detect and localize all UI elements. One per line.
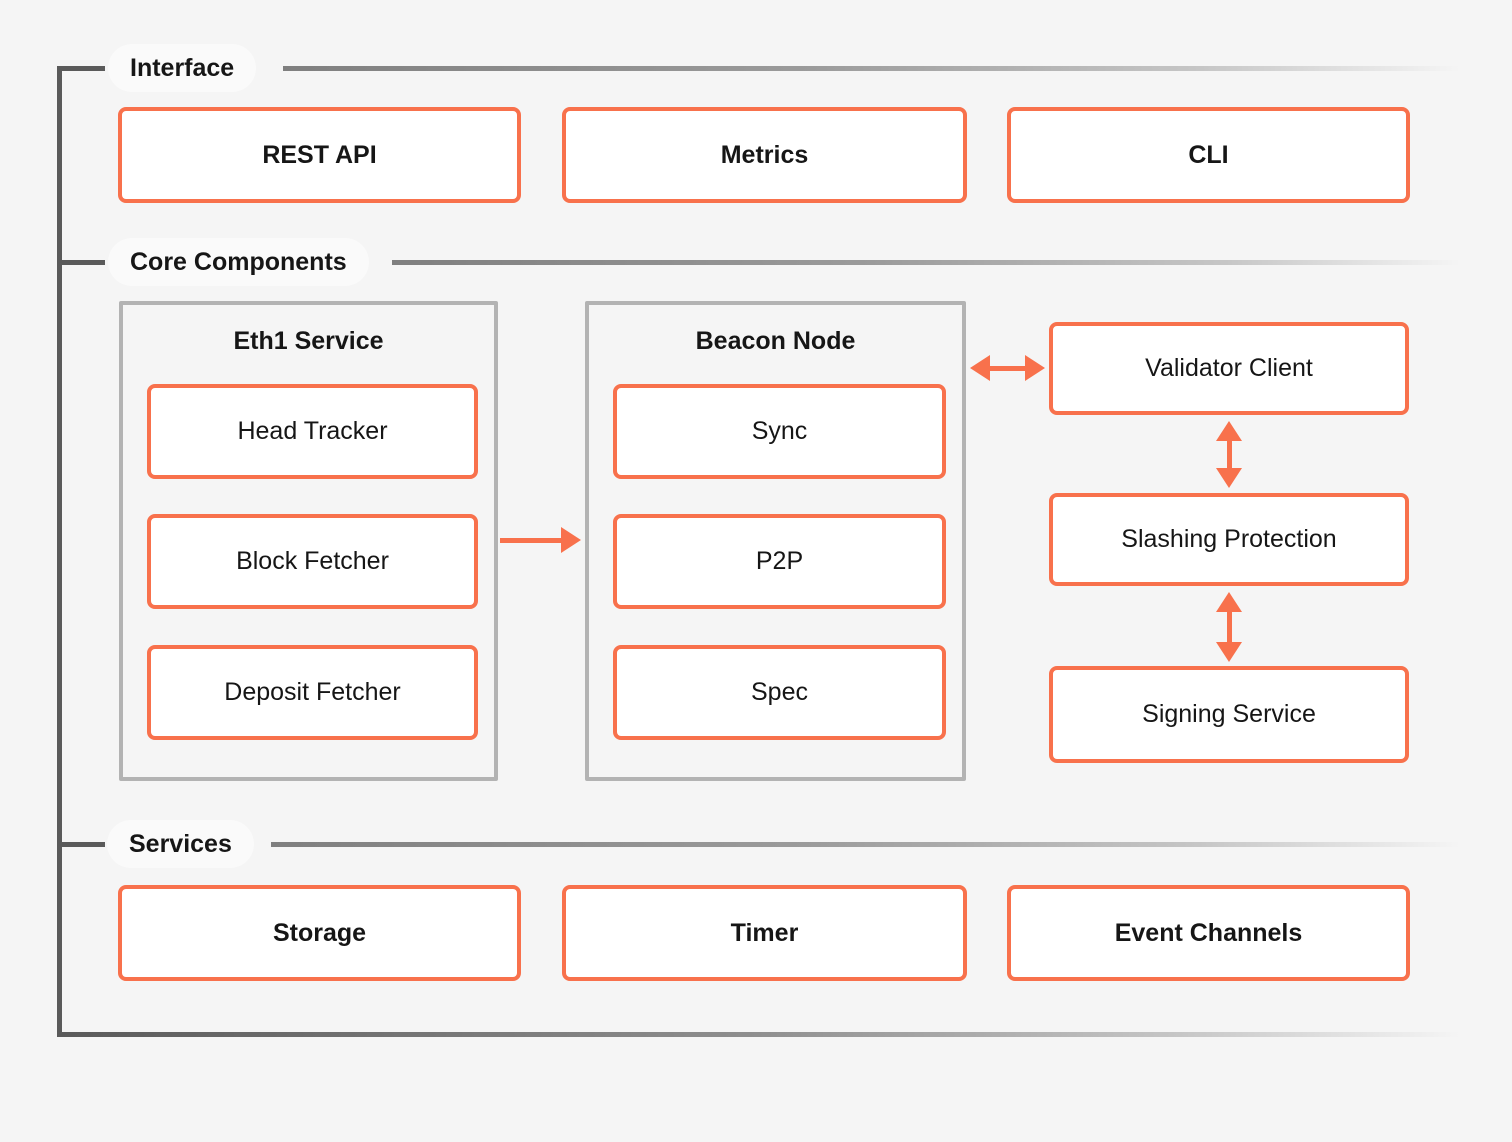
- box-validator-client-label: Validator Client: [1145, 354, 1313, 382]
- section-line-core-components: [392, 260, 1460, 265]
- box-rest-api-label: REST API: [262, 140, 377, 169]
- box-p2p: P2P: [613, 514, 946, 609]
- box-timer-label: Timer: [730, 918, 799, 947]
- box-event-channels-label: Event Channels: [1114, 918, 1303, 947]
- box-metrics: Metrics: [562, 107, 967, 203]
- box-deposit-fetcher: Deposit Fetcher: [147, 645, 478, 740]
- bracket-services-stub: [57, 842, 105, 847]
- box-head-tracker-label: Head Tracker: [237, 417, 388, 445]
- box-sync-label: Sync: [751, 417, 808, 445]
- box-spec-label: Spec: [751, 678, 808, 706]
- section-line-services: [271, 842, 1460, 847]
- box-slashing-protection: Slashing Protection: [1049, 493, 1409, 586]
- section-line-interface: [283, 66, 1460, 71]
- group-eth1-service: Eth1 Service Head Tracker Block Fetcher …: [119, 301, 498, 781]
- bracket-interface-stub: [57, 66, 105, 71]
- arrow-beacon-validator-shaft: [986, 366, 1029, 371]
- arrowhead-right-icon: [561, 527, 581, 553]
- arrowhead-up-icon: [1216, 592, 1242, 612]
- bracket-vertical-line: [57, 66, 62, 1037]
- box-p2p-label: P2P: [755, 547, 804, 575]
- section-label-interface-text: Interface: [130, 53, 235, 82]
- box-head-tracker: Head Tracker: [147, 384, 478, 479]
- arrowhead-left-icon: [970, 355, 990, 381]
- group-eth1-service-title: Eth1 Service: [233, 327, 384, 355]
- box-timer: Timer: [562, 885, 967, 981]
- section-label-services: Services: [107, 820, 254, 868]
- box-block-fetcher-label: Block Fetcher: [236, 547, 389, 575]
- box-storage-label: Storage: [272, 918, 367, 947]
- section-label-interface: Interface: [108, 44, 257, 92]
- group-beacon-node-title: Beacon Node: [695, 327, 856, 355]
- arrowhead-down-icon: [1216, 468, 1242, 488]
- arrow-validator-slashing-shaft: [1227, 438, 1232, 472]
- box-event-channels: Event Channels: [1007, 885, 1410, 981]
- section-label-services-text: Services: [129, 829, 232, 858]
- bracket-core-stub: [57, 260, 105, 265]
- box-cli-label: CLI: [1188, 140, 1229, 169]
- bracket-bottom-line: [57, 1032, 1460, 1037]
- box-storage: Storage: [118, 885, 521, 981]
- arrow-eth1-to-beacon-shaft: [500, 538, 563, 543]
- box-rest-api: REST API: [118, 107, 521, 203]
- box-signing-service: Signing Service: [1049, 666, 1409, 763]
- box-slashing-protection-label: Slashing Protection: [1121, 525, 1337, 553]
- box-signing-service-label: Signing Service: [1142, 700, 1316, 728]
- arrowhead-right-icon: [1025, 355, 1045, 381]
- box-sync: Sync: [613, 384, 946, 479]
- box-deposit-fetcher-label: Deposit Fetcher: [224, 678, 401, 706]
- arrowhead-down-icon: [1216, 642, 1242, 662]
- section-label-core-components: Core Components: [108, 238, 369, 286]
- box-metrics-label: Metrics: [720, 140, 809, 169]
- box-validator-client: Validator Client: [1049, 322, 1409, 415]
- box-spec: Spec: [613, 645, 946, 740]
- arrowhead-up-icon: [1216, 421, 1242, 441]
- box-block-fetcher: Block Fetcher: [147, 514, 478, 609]
- box-cli: CLI: [1007, 107, 1410, 203]
- section-label-core-components-text: Core Components: [130, 247, 347, 276]
- arrow-slashing-signing-shaft: [1227, 609, 1232, 645]
- group-beacon-node: Beacon Node Sync P2P Spec: [585, 301, 966, 781]
